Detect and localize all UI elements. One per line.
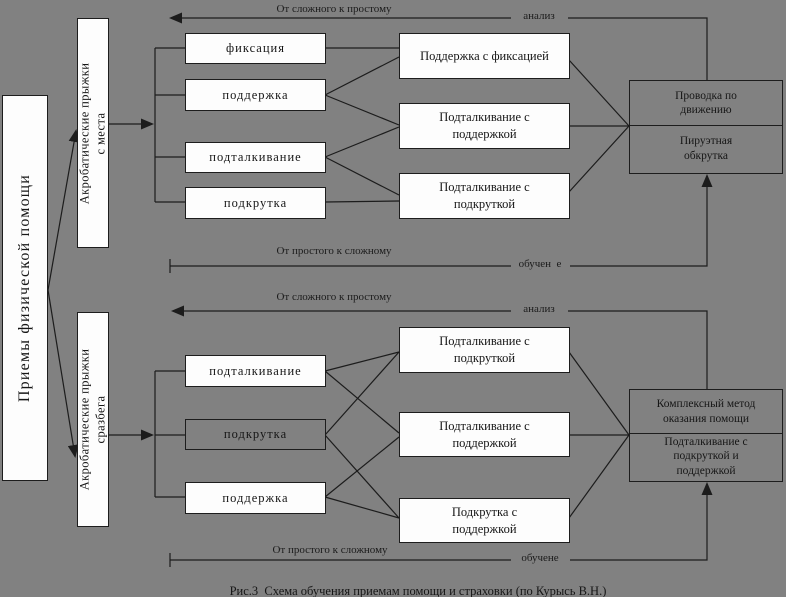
result-box-top: Проводка по движению Пируэтная обкрутка <box>629 80 783 174</box>
training-arrow-top <box>570 174 713 267</box>
result-box-bottom: Комплексный метод оказания помощи Подтал… <box>629 389 783 482</box>
root-label: Приемы физической помощи <box>16 173 33 403</box>
analysis-direction-label-top: От сложного к простому <box>276 3 392 15</box>
branch-label: Акробатические прыжки сразбега <box>77 348 108 491</box>
combination-box-support-fixation: Поддержка с фиксацией <box>399 33 570 79</box>
technique-label: фиксация <box>226 41 285 55</box>
branch-label: Акробатические прыжки с места <box>77 62 108 204</box>
result-cell-complex-method: Комплексный метод оказания помощи <box>630 390 782 434</box>
result-cell-guidance: Проводка по движению <box>630 81 782 126</box>
combination-box-pushing-twisting: Подталкивание с подкруткой <box>399 173 570 219</box>
technique-label: подталкивание <box>209 363 302 378</box>
technique-label: подкрутка <box>223 427 288 441</box>
combination-label: Подталкивание с подкруткой <box>439 180 530 211</box>
combination-label: Подталкивание с поддержкой <box>439 418 530 450</box>
branch-box-standing-jumps: Акробатические прыжки с места <box>77 18 109 248</box>
training-direction-label-top: От простого к сложному <box>276 245 392 257</box>
analysis-label-bottom: анализ <box>523 303 555 315</box>
technique-box-support: поддержка <box>185 79 326 111</box>
root-arrow-up <box>47 129 80 291</box>
technique-label: подкрутка <box>223 195 288 210</box>
result-label: Подталкивание с подкруткой и поддержкой <box>664 435 748 477</box>
technique-box-twisting-2: подкрутка <box>185 419 326 450</box>
combination-box-twisting-support: Подкрутка с поддержкой <box>399 498 570 543</box>
root-box: Приемы физической помощи <box>2 95 48 481</box>
technique-label: подталкивание <box>209 150 302 164</box>
analysis-direction-label-bottom: От сложного к простому <box>276 291 392 303</box>
combination-box-pushing-support: Подталкивание с поддержкой <box>399 103 570 149</box>
combination-label: Подталкивание с поддержкой <box>439 110 530 141</box>
technique-label: поддержка <box>222 87 289 102</box>
combination-box-pushing-support-2: Подталкивание с поддержкой <box>399 412 570 457</box>
combination-box-pushing-twisting-2: Подталкивание с подкруткой <box>399 327 570 373</box>
result-cell-combined: Подталкивание с подкруткой и поддержкой <box>630 434 782 479</box>
training-arrow-bottom <box>570 482 713 561</box>
training-label-top: обучен е <box>518 258 562 270</box>
result-label: Комплексный метод оказания помощи <box>656 398 756 425</box>
result-label: Проводка по движению <box>675 89 737 117</box>
result-label: Пируэтная обкрутка <box>679 135 733 162</box>
technique-box-fixation: фиксация <box>185 33 326 64</box>
bottom-white-strip <box>0 597 786 602</box>
branch-box-running-jumps: Акробатические прыжки сразбега <box>77 312 109 527</box>
combination-label: Поддержка с фиксацией <box>420 48 549 63</box>
technique-box-pushing: подталкивание <box>185 142 326 173</box>
root-arrow-down <box>47 289 79 458</box>
figure-caption: Рис.3 Схема обучения приемам помощи и ст… <box>229 584 607 598</box>
combination-label: Подталкивание с подкруткой <box>439 334 530 365</box>
technique-label: поддержка <box>222 490 289 505</box>
training-direction-label-bottom: От простого к сложному <box>272 544 388 556</box>
technique-box-support-2: поддержка <box>185 482 326 514</box>
combination-label: Подкрутка с поддержкой <box>451 504 518 536</box>
training-label-bottom: обучене <box>521 552 559 564</box>
result-cell-pirouette: Пируэтная обкрутка <box>630 126 782 171</box>
technique-box-twisting: подкрутка <box>185 187 326 219</box>
technique-box-pushing-2: подталкивание <box>185 355 326 387</box>
analysis-label-top: анализ <box>523 10 555 22</box>
